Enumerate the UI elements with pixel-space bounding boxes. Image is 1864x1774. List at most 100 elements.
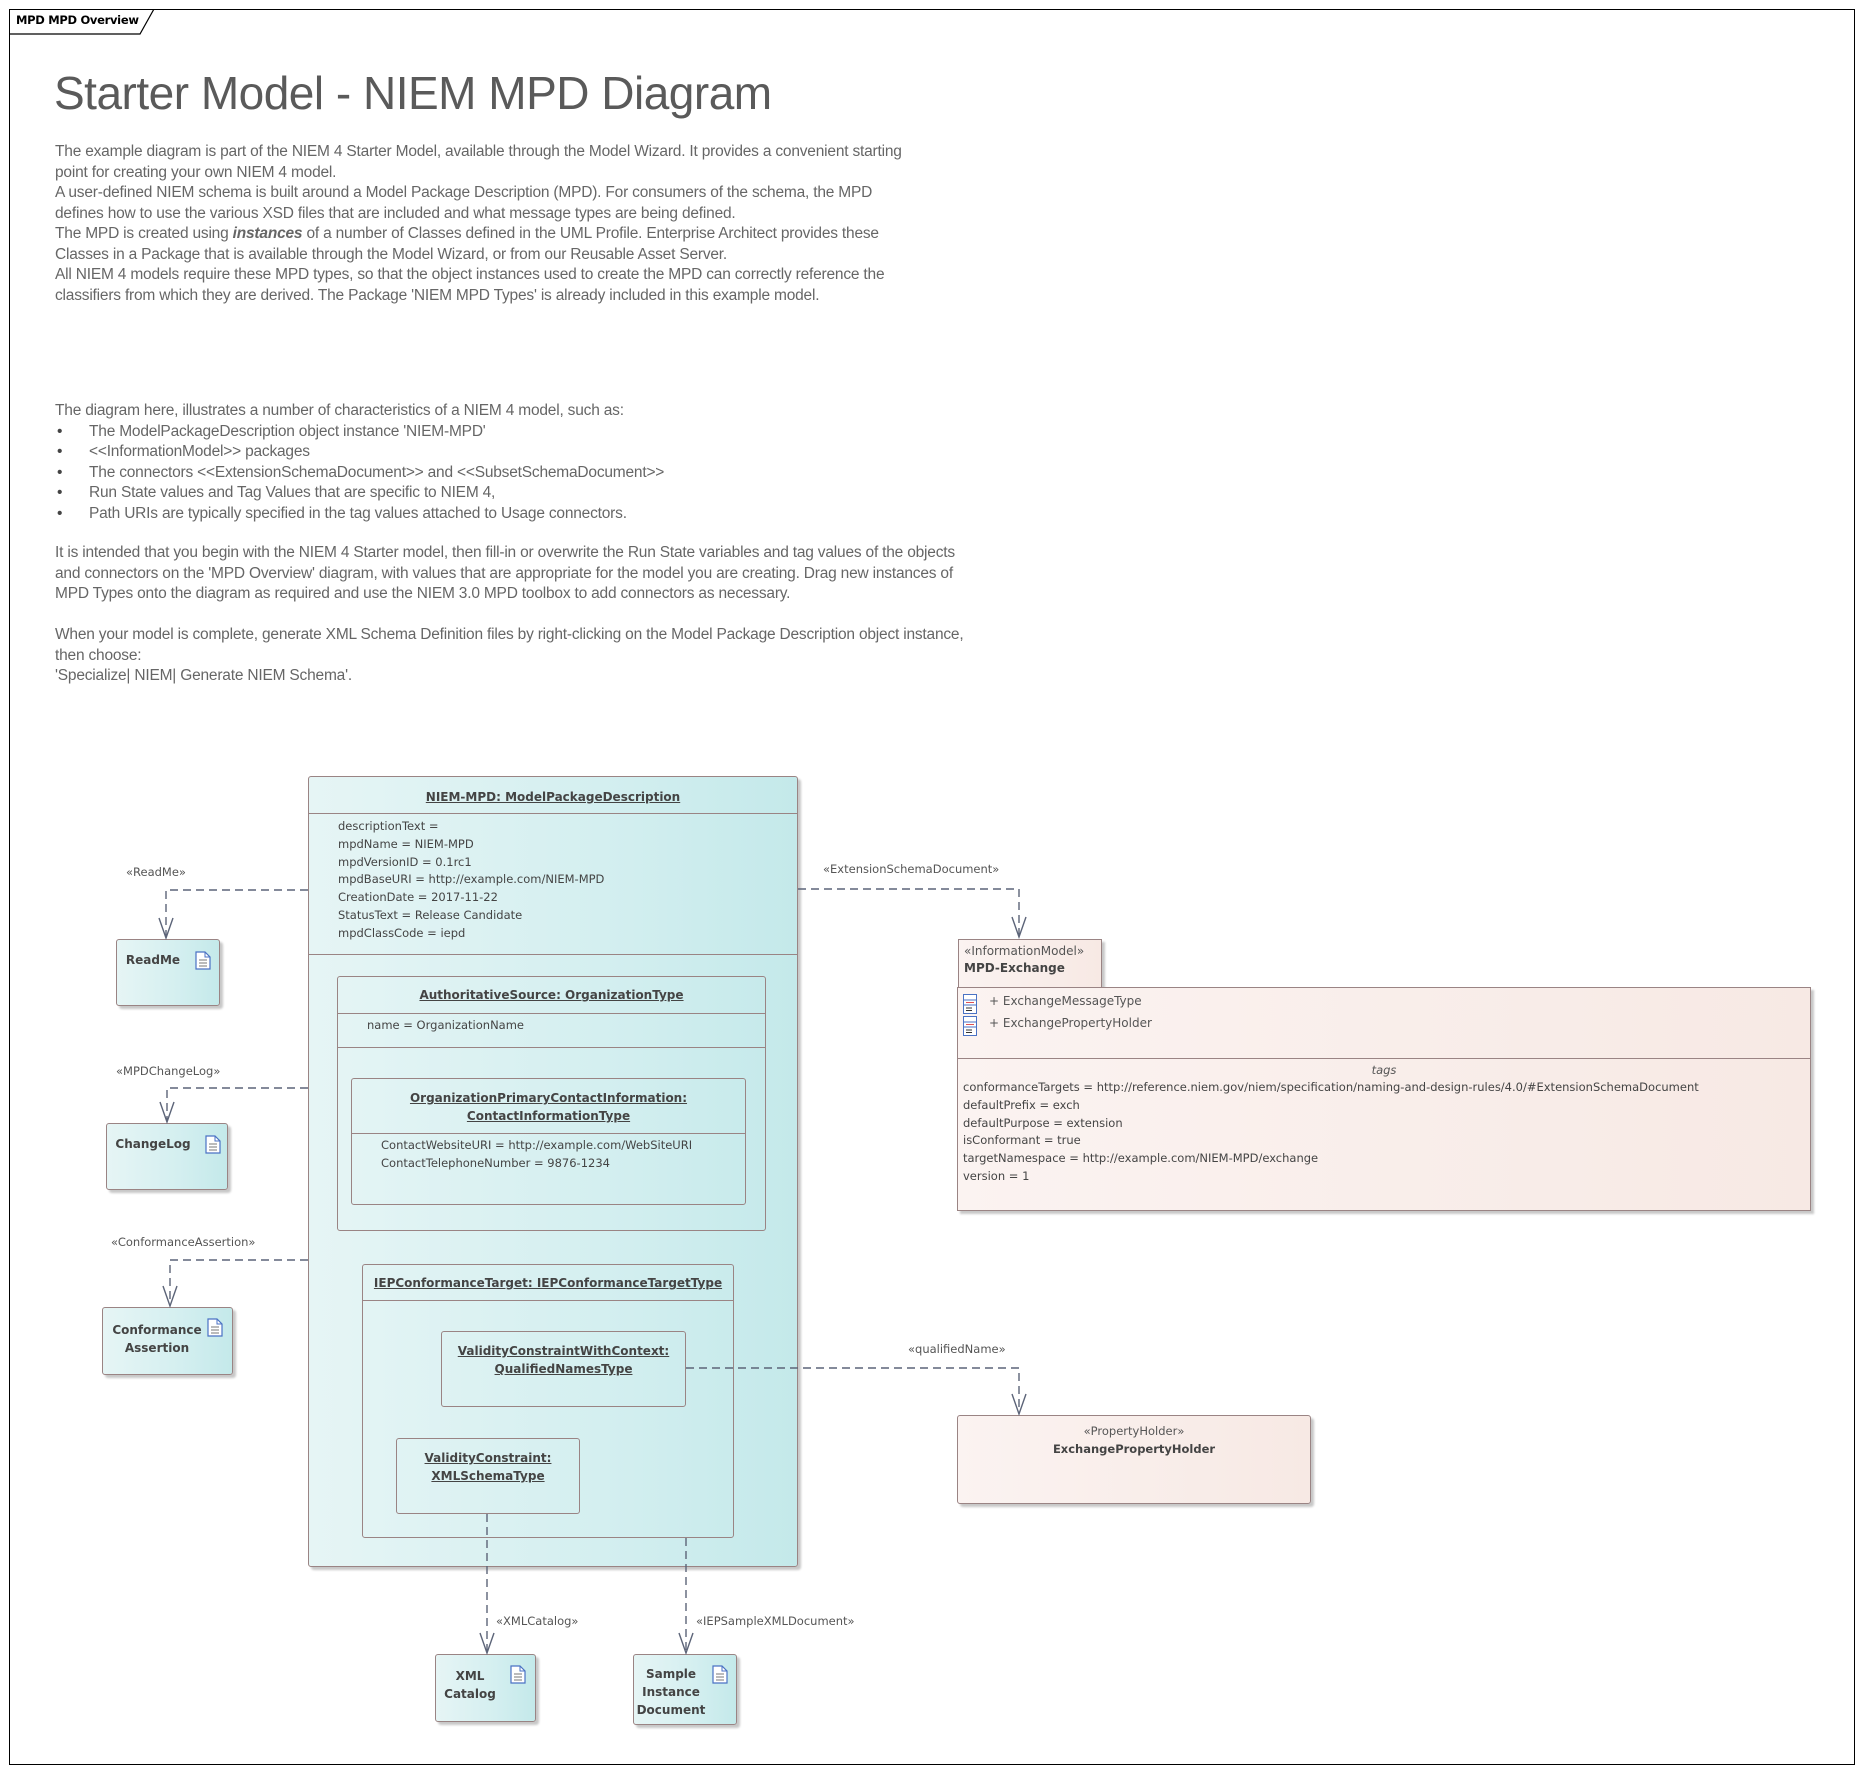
divider xyxy=(309,813,797,814)
frame-title: MPD MPD Overview xyxy=(16,13,139,27)
intro-line: The example diagram is part of the NIEM … xyxy=(55,143,902,160)
attribute: mpdClassCode = iepd xyxy=(338,925,466,940)
intro-text: The MPD is created using xyxy=(55,225,233,242)
readme-label: ReadMe xyxy=(125,953,181,967)
conformance-assertion-artifact[interactable]: Conformance Assertion xyxy=(102,1307,233,1375)
intro-line: defines how to use the various XSD files… xyxy=(55,204,736,222)
document-icon xyxy=(207,1318,223,1337)
paragraph-line: It is intended that you begin with the N… xyxy=(55,544,955,561)
package-tab[interactable]: «InformationModel» MPD-Exchange xyxy=(958,939,1102,989)
changelog-stereotype: «MPDChangeLog» xyxy=(116,1064,221,1078)
attribute: mpdBaseURI = http://example.com/NIEM-MPD xyxy=(338,872,605,887)
package-member-label: + ExchangePropertyHolder xyxy=(989,1016,1152,1030)
intro-line-emphasis: The MPD is created using instances of a … xyxy=(55,224,902,245)
iep-conformance-target-header: IEPConformanceTarget: IEPConformanceTarg… xyxy=(373,1276,723,1290)
package-name: MPD-Exchange xyxy=(964,961,1065,975)
readme-stereotype: «ReadMe» xyxy=(126,865,186,879)
diagram-frame-label: MPD MPD Overview xyxy=(9,9,155,35)
authoritative-source-object[interactable]: AuthoritativeSource: OrganizationType na… xyxy=(337,976,766,1231)
paragraph-line: MPD Types onto the diagram as required a… xyxy=(55,585,791,602)
package-member-label: + ExchangeMessageType xyxy=(989,994,1142,1008)
validity-constraint-with-context-object[interactable]: ValidityConstraintWithContext: Qualified… xyxy=(441,1331,686,1407)
changelog-label: ChangeLog xyxy=(115,1137,191,1151)
divider xyxy=(338,1047,765,1048)
authoritative-source-attributes: name = OrganizationName xyxy=(367,1017,524,1035)
sample-instance-document-stereotype: «IEPSampleXMLDocument» xyxy=(696,1614,855,1628)
exchange-property-holder-object[interactable]: «PropertyHolder» ExchangePropertyHolder xyxy=(957,1415,1311,1504)
document-icon xyxy=(510,1665,526,1684)
attribute: name = OrganizationName xyxy=(367,1018,525,1032)
characteristics-section: The diagram here, illustrates a number o… xyxy=(55,401,664,524)
intro-line: point for creating your own NIEM 4 model… xyxy=(55,163,337,181)
frame-tab-outline xyxy=(9,9,155,35)
contact-information-header: OrganizationPrimaryContactInformation: C… xyxy=(409,1091,688,1123)
sample-instance-document-label: Sample Instance Document xyxy=(636,1667,706,1717)
paragraph-line: 'Specialize| NIEM| Generate NIEM Schema'… xyxy=(55,667,352,684)
mpd-attributes: descriptionText = mpdName = NIEM-MPD mpd… xyxy=(338,818,604,943)
document-icon xyxy=(205,1135,221,1154)
tag-value: version = 1 xyxy=(963,1168,1030,1183)
document-icon xyxy=(195,951,211,970)
tag-value: defaultPurpose = extension xyxy=(963,1115,1123,1130)
class-icon xyxy=(963,1016,977,1036)
extension-schema-connector-label: «ExtensionSchemaDocument» xyxy=(823,862,1000,876)
attribute: ContactTelephoneNumber = 9876-1234 xyxy=(381,1155,610,1170)
xml-catalog-stereotype: «XMLCatalog» xyxy=(496,1614,579,1628)
intro-text: of a number of Classes defined in the UM… xyxy=(302,225,879,242)
changelog-artifact[interactable]: ChangeLog xyxy=(106,1123,228,1190)
attribute: StatusText = Release Candidate xyxy=(338,907,523,922)
attribute: ContactWebsiteURI = http://example.com/W… xyxy=(381,1138,693,1152)
divider xyxy=(363,1300,733,1301)
attribute: descriptionText = xyxy=(338,819,439,833)
divider xyxy=(309,954,797,955)
package-stereotype: «InformationModel» xyxy=(964,944,1085,958)
attribute: mpdVersionID = 0.1rc1 xyxy=(338,854,472,869)
xml-catalog-artifact[interactable]: XML Catalog xyxy=(435,1654,536,1722)
paragraph-line: then choose: xyxy=(55,646,142,664)
list-item: <<InformationModel>> packages xyxy=(55,442,664,463)
qualified-name-connector-label: «qualifiedName» xyxy=(908,1342,1006,1356)
divider xyxy=(338,1013,765,1014)
tags-title: tags xyxy=(1371,1063,1397,1077)
validity-constraint-object[interactable]: ValidityConstraint: XMLSchemaType xyxy=(396,1438,580,1514)
property-holder-name: ExchangePropertyHolder xyxy=(1052,1442,1216,1456)
divider xyxy=(352,1133,745,1134)
characteristics-list: The ModelPackageDescription object insta… xyxy=(55,422,664,525)
tag-value: isConformant = true xyxy=(963,1133,1081,1148)
list-item: The ModelPackageDescription object insta… xyxy=(55,422,664,443)
divider xyxy=(958,1058,1810,1059)
tag-value: conformanceTargets = http://reference.ni… xyxy=(963,1080,1699,1094)
sample-instance-document-artifact[interactable]: Sample Instance Document xyxy=(633,1654,737,1725)
readme-artifact[interactable]: ReadMe xyxy=(116,939,220,1006)
attribute: mpdName = NIEM-MPD xyxy=(338,836,474,851)
validity-constraint-with-context-header: ValidityConstraintWithContext: Qualified… xyxy=(457,1344,670,1376)
class-icon xyxy=(963,994,977,1014)
tag-value: targetNamespace = http://example.com/NIE… xyxy=(963,1151,1319,1166)
intro-paragraph: The example diagram is part of the NIEM … xyxy=(55,142,902,306)
attribute: CreationDate = 2017-11-22 xyxy=(338,890,498,905)
conformance-assertion-label: Conformance Assertion xyxy=(112,1323,202,1355)
contact-information-attributes: ContactWebsiteURI = http://example.com/W… xyxy=(381,1137,692,1173)
property-holder-stereotype: «PropertyHolder» xyxy=(1083,1424,1185,1438)
list-item: The connectors <<ExtensionSchemaDocument… xyxy=(55,463,664,484)
mpd-exchange-package[interactable]: + ExchangeMessageType + ExchangeProperty… xyxy=(957,987,1811,1211)
intro-line: classifiers from which they are derived.… xyxy=(55,286,820,304)
page-title: Starter Model - NIEM MPD Diagram xyxy=(54,67,772,119)
paragraph-line: When your model is complete, generate XM… xyxy=(55,626,964,643)
validity-constraint-header: ValidityConstraint: XMLSchemaType xyxy=(424,1451,552,1483)
package-tags: conformanceTargets = http://reference.ni… xyxy=(963,1079,1699,1186)
authoritative-source-header: AuthoritativeSource: OrganizationType xyxy=(419,988,684,1002)
list-item: Run State values and Tag Values that are… xyxy=(55,483,664,504)
intro-line: Classes in a Package that is available t… xyxy=(55,245,728,263)
tag-value: defaultPrefix = exch xyxy=(963,1097,1080,1112)
diagram-frame xyxy=(9,9,1855,1765)
list-item: Path URIs are typically specified in the… xyxy=(55,504,664,525)
intro-emphasis: instances xyxy=(232,225,303,242)
contact-information-object[interactable]: OrganizationPrimaryContactInformation: C… xyxy=(351,1078,746,1205)
intro-line: A user-defined NIEM schema is built arou… xyxy=(55,184,873,201)
intro-line: All NIEM 4 models require these MPD type… xyxy=(55,266,885,283)
mpd-object[interactable]: NIEM-MPD: ModelPackageDescription descri… xyxy=(308,776,798,1567)
paragraph-line: and connectors on the 'MPD Overview' dia… xyxy=(55,564,953,582)
document-icon xyxy=(712,1665,728,1684)
xml-catalog-label: XML Catalog xyxy=(444,1669,496,1701)
